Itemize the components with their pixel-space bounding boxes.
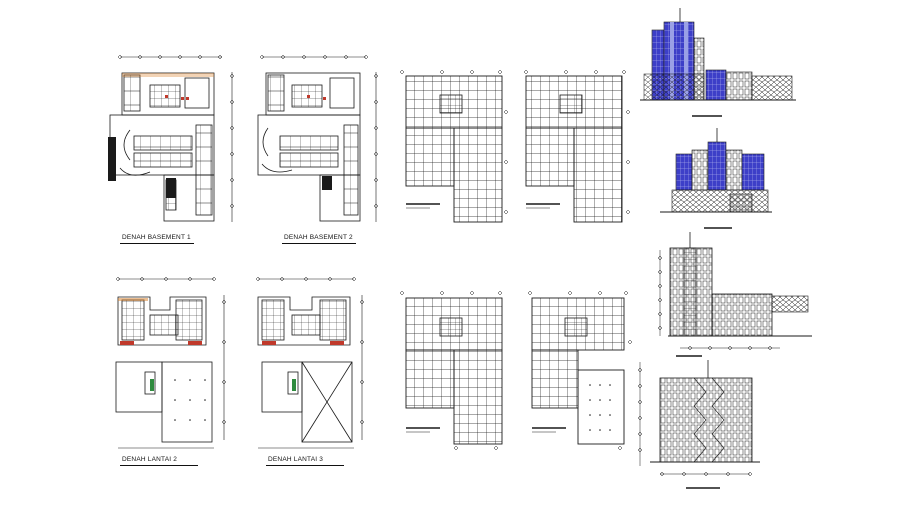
elevation-front xyxy=(640,8,796,117)
caption-underline xyxy=(266,465,344,466)
structural-grid-plan-bottom-left xyxy=(399,290,503,451)
plan-lantai-2 xyxy=(115,276,227,449)
dimension-line-top xyxy=(259,54,369,60)
dimension-line-right xyxy=(373,72,379,222)
caption-denah-lantai-2: DENAH LANTAI 2 xyxy=(122,456,178,463)
section-a xyxy=(657,232,812,357)
dimension-line-right xyxy=(229,72,235,222)
structural-grid-plan-top-right xyxy=(523,69,631,223)
structural-grid-plan-bottom-right xyxy=(527,290,633,451)
plan-lantai-3 xyxy=(255,276,365,449)
caption-underline xyxy=(120,465,198,466)
plan-basement-1 xyxy=(108,54,235,222)
caption-underline xyxy=(282,243,356,244)
dimension-line-top xyxy=(117,54,223,60)
caption-denah-basement-2: DENAH BASEMENT 2 xyxy=(284,234,353,241)
plan-basement-2 xyxy=(257,54,379,222)
caption-underline xyxy=(120,243,194,244)
ramp-wall xyxy=(108,137,116,181)
caption-denah-lantai-3: DENAH LANTAI 3 xyxy=(268,456,324,463)
section-b xyxy=(637,360,760,489)
caption-denah-basement-1: DENAH BASEMENT 1 xyxy=(122,234,191,241)
elevation-side xyxy=(660,128,772,229)
structural-grid-plan-top-left xyxy=(399,69,509,223)
